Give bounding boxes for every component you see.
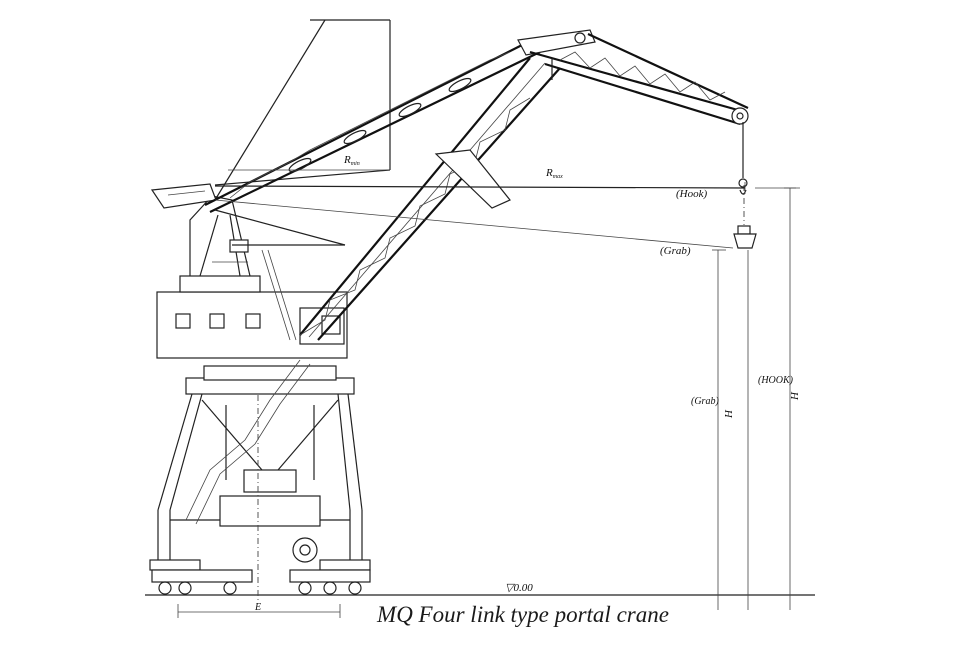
grab-height-symbol: H <box>723 409 735 419</box>
height-dimensions <box>712 187 800 610</box>
counterweight-frame <box>150 19 391 209</box>
upper-boom <box>204 41 541 246</box>
grab-bucket-icon <box>733 225 757 249</box>
base-dimension: E <box>177 602 341 618</box>
main-jib <box>299 57 561 341</box>
grab-height-label: (Grab) <box>691 396 719 407</box>
hook-label: (Hook) <box>676 188 707 200</box>
radius-lines <box>214 169 746 249</box>
r-min-label: Rmin <box>343 154 360 167</box>
svg-text:E: E <box>254 602 261 613</box>
portal-frame <box>149 359 371 600</box>
hoist-rope <box>742 122 745 225</box>
nose-jib <box>517 29 749 126</box>
figure-caption: MQ Four link type portal crane <box>377 602 669 627</box>
grab-label: (Grab) <box>660 245 691 257</box>
r-max-label: Rmax <box>545 167 563 180</box>
machinery-house <box>156 275 348 359</box>
hook-height-label: (HOOK) <box>758 375 794 386</box>
hook-icon <box>738 178 748 195</box>
hook-height-symbol: H <box>789 391 801 401</box>
ground-level-label: ▽0.00 <box>505 582 533 594</box>
